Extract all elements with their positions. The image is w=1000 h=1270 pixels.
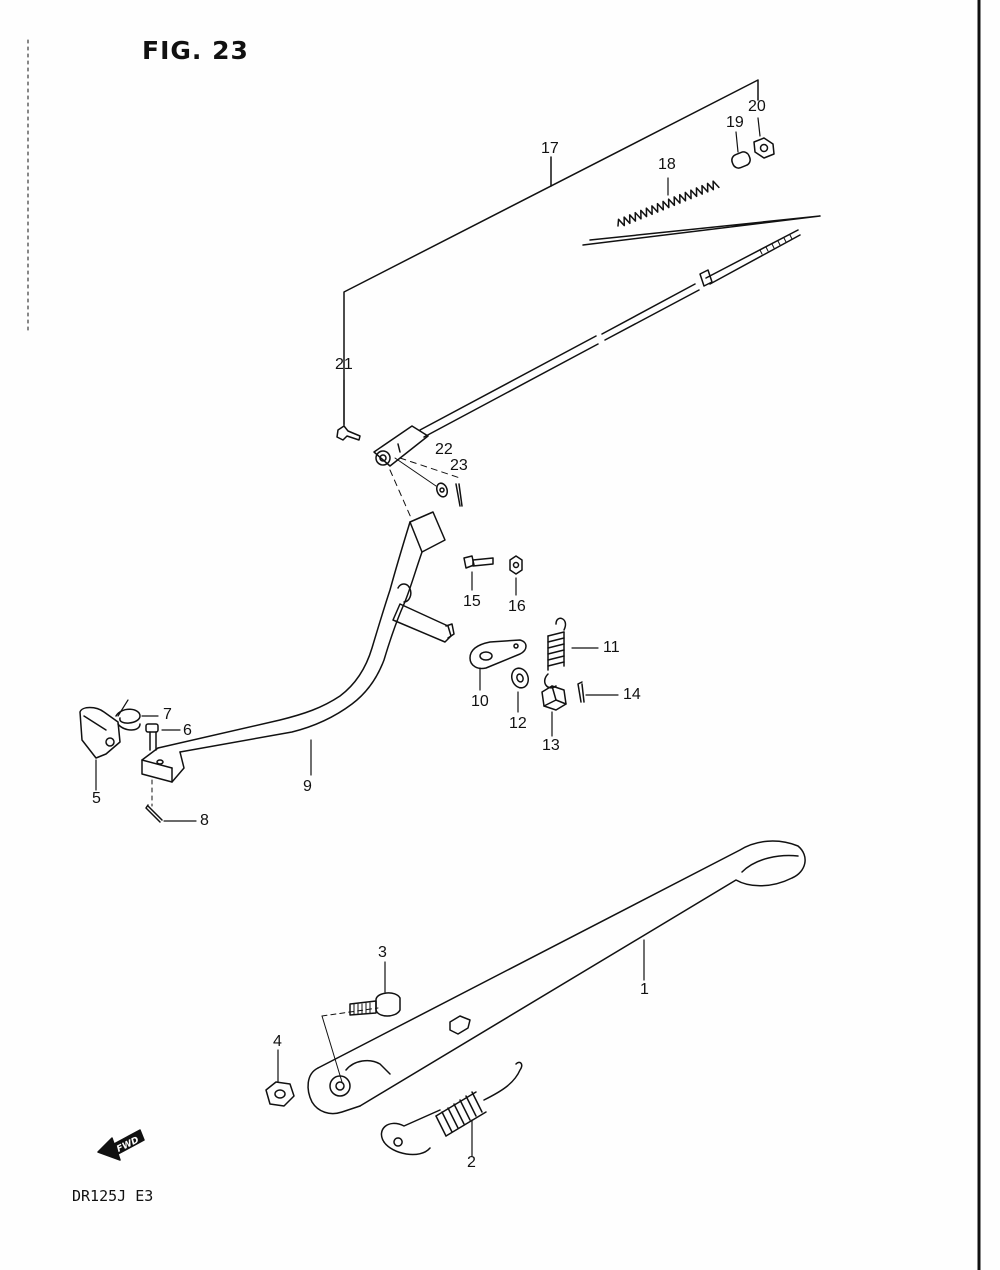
part-15-bolt	[463, 555, 494, 591]
part-17-brake-rod	[419, 229, 801, 438]
callout-20: 20	[748, 98, 766, 115]
part-13-castle-nut	[541, 685, 567, 737]
callout-8: 8	[200, 812, 209, 829]
figure-title: FIG. 23	[142, 36, 249, 65]
callout-13: 13	[542, 737, 560, 754]
part-10-plate	[469, 639, 527, 691]
callout-19: 19	[726, 114, 744, 131]
callout-18: 18	[658, 156, 676, 173]
part-7-spring	[115, 699, 159, 731]
part-3-stand-bolt	[321, 961, 401, 1083]
part-18-cable-spring	[617, 177, 720, 227]
part-11-return-spring	[544, 617, 599, 689]
callout-1: 1	[640, 981, 649, 998]
callout-2: 2	[467, 1154, 476, 1171]
callout-12: 12	[509, 715, 527, 732]
part-1-side-stand	[307, 840, 806, 1115]
part-22-washer	[435, 482, 449, 498]
part-16-nut	[509, 555, 523, 596]
part-21-clevis-pin	[336, 379, 361, 441]
callout-7: 7	[163, 706, 172, 723]
part-9-rear-brake-pedal	[141, 511, 455, 783]
assembly-guide-lines	[389, 457, 461, 521]
part-20-adjust-nut	[753, 117, 775, 159]
part-23-cotter-pin	[455, 483, 463, 507]
callout-10: 10	[471, 693, 489, 710]
part-6-pin	[145, 723, 181, 751]
callout-4: 4	[273, 1033, 282, 1050]
callout-21: 21	[335, 356, 353, 373]
callout-16: 16	[508, 598, 526, 615]
part-14-cotter-pin	[577, 681, 619, 703]
callout-23: 23	[450, 457, 468, 474]
callout-9: 9	[303, 778, 312, 795]
part-8-cotter-pin	[145, 779, 197, 823]
callout-17: 17	[541, 140, 559, 157]
callout-14: 14	[623, 686, 641, 703]
callout-6: 6	[183, 722, 192, 739]
forward-direction-arrow-icon	[97, 1129, 145, 1161]
callout-5: 5	[92, 790, 101, 807]
cable-assembly-bracket	[343, 79, 821, 426]
rod-clevis-joint	[373, 425, 429, 467]
callout-3: 3	[378, 944, 387, 961]
part-12-washer	[510, 667, 530, 713]
model-code: DR125J E3	[72, 1187, 154, 1205]
callout-11: 11	[603, 639, 620, 656]
callout-15: 15	[463, 593, 481, 610]
part-5-brake-switch	[79, 706, 121, 791]
callout-22: 22	[435, 441, 453, 458]
part-4-nut	[265, 1049, 295, 1107]
part-2-stand-spring	[380, 1061, 523, 1157]
part-19-adjuster	[731, 131, 751, 169]
